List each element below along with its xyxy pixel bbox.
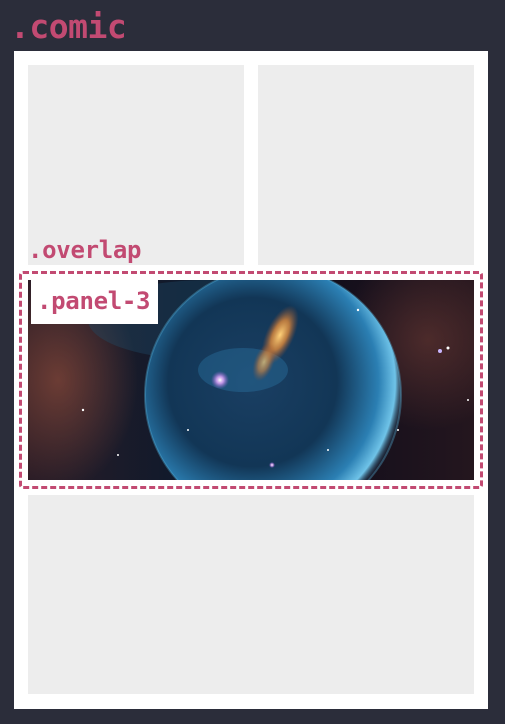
panel-4 — [28, 495, 474, 694]
panel-1 — [28, 65, 244, 265]
panel-2 — [258, 65, 474, 265]
overlap-label: .overlap — [28, 236, 142, 264]
overlap-frame: .panel-3 — [19, 271, 483, 489]
comic-label: .comic — [10, 7, 127, 46]
panel-3-label: .panel-3 — [31, 280, 159, 324]
